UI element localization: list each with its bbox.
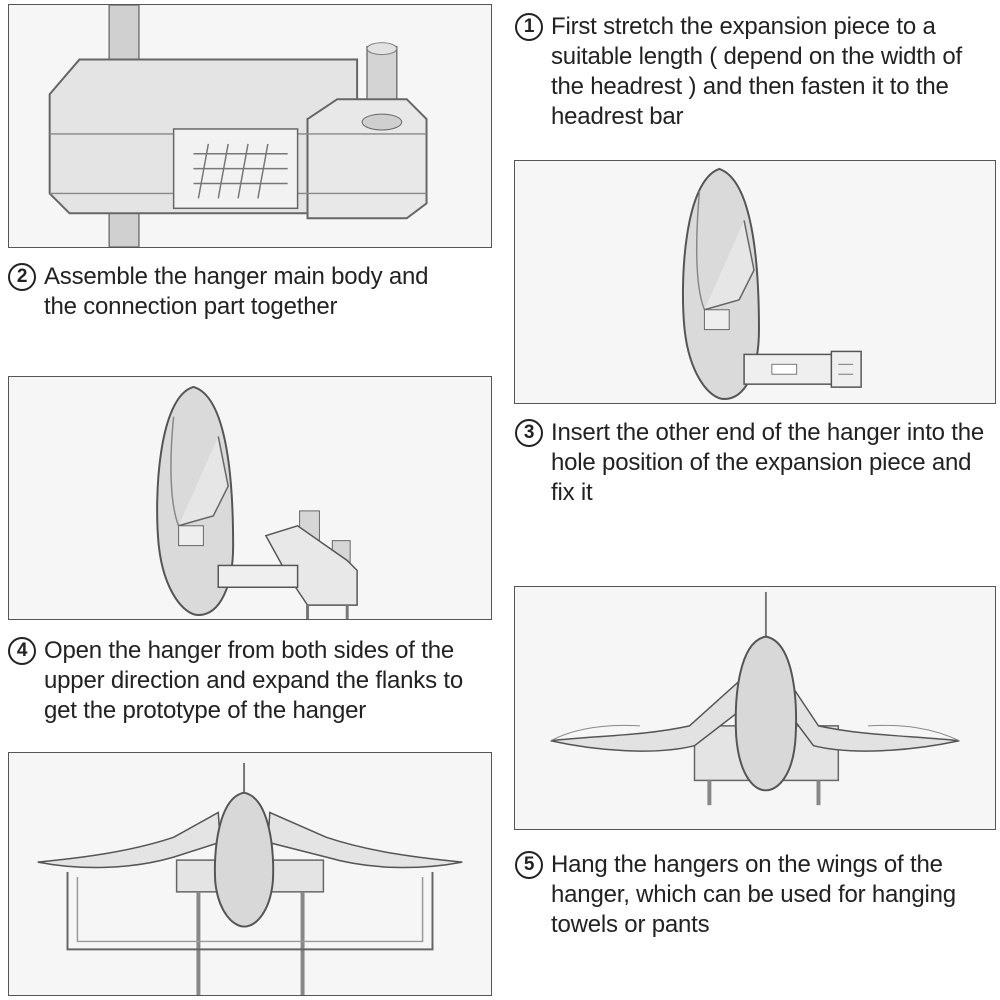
step5-illustration [8,752,492,996]
step4-illustration [514,586,996,830]
step-number-4: 4 [8,637,36,665]
step-number-3: 3 [515,419,543,447]
step-3-text: Insert the other end of the hanger into … [551,419,985,506]
step-4-text: Open the hanger from both sides of the u… [44,637,463,724]
step2-illustration [514,160,996,404]
step-4: 4 Open the hanger from both sides of the… [8,636,498,726]
step-2: 2 Assemble the hanger main body and the … [8,262,448,322]
step3-illustration [8,376,492,620]
step-number-5: 5 [515,851,543,879]
step-2-text: Assemble the hanger main body and the co… [44,263,429,320]
step-1-text: First stretch the expansion piece to a s… [551,13,962,130]
step-5: 5 Hang the hangers on the wings of the h… [515,850,990,940]
step-number-2: 2 [8,263,36,291]
step-1: 1 First stretch the expansion piece to a… [515,12,990,132]
step1-illustration [8,4,492,248]
step-5-text: Hang the hangers on the wings of the han… [551,851,956,938]
step-3: 3 Insert the other end of the hanger int… [515,418,990,508]
step-number-1: 1 [515,13,543,41]
